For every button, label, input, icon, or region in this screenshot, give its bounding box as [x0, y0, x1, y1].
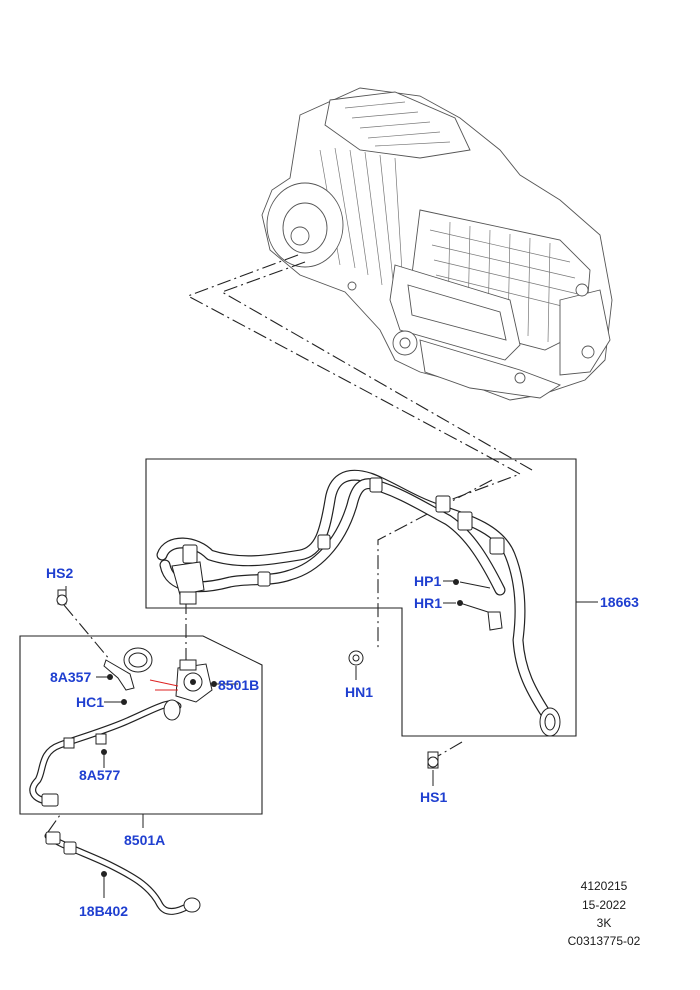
label-hn1: HN1 [345, 684, 373, 700]
label-hp1: HP1 [414, 573, 441, 589]
info-line-4: C0313775-02 [568, 934, 641, 948]
info-line-3: 3K [597, 916, 612, 930]
heater-hose-assembly [156, 469, 561, 737]
coolant-pipe-18b402 [44, 831, 201, 915]
label-hr1: HR1 [414, 595, 442, 611]
projection-lines [47, 254, 533, 833]
label-hc1: HC1 [76, 694, 104, 710]
label-8501a: 8501A [124, 832, 165, 848]
info-line-2: 15-2022 [582, 898, 626, 912]
frame-18663 [145, 458, 577, 737]
label-8a357: 8A357 [50, 669, 91, 685]
frame-8501a [19, 635, 263, 815]
label-hs2: HS2 [46, 565, 73, 581]
coolant-pipe-8501a [29, 699, 182, 807]
pump-group [56, 580, 456, 786]
info-line-1: 4120215 [581, 879, 628, 893]
hvac-unit-illustration [261, 87, 613, 401]
label-18b402: 18B402 [79, 903, 128, 919]
label-hs1: HS1 [420, 789, 447, 805]
label-8a577: 8A577 [79, 767, 120, 783]
label-18663: 18663 [600, 594, 639, 610]
label-8501b: 8501B [218, 677, 259, 693]
